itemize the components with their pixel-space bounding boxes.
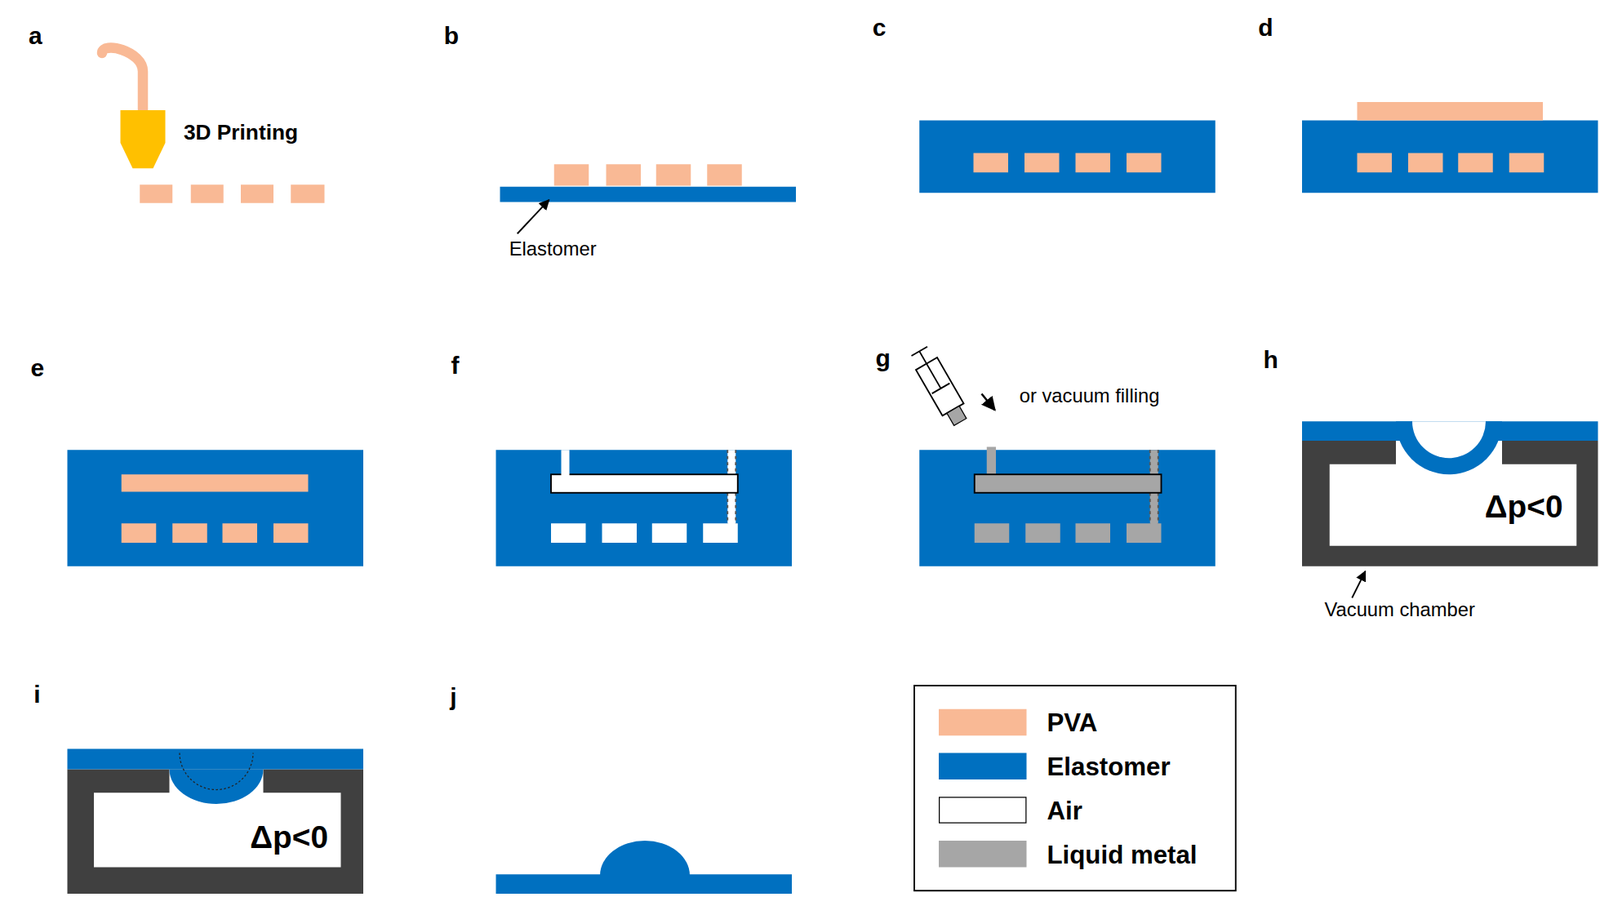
legend-swatch	[938, 709, 1027, 737]
panel-label: b	[444, 22, 459, 50]
legend-text: PVA	[1047, 706, 1098, 738]
panel-label: a	[28, 22, 43, 50]
legend-text: Liquid metal	[1047, 839, 1198, 871]
legend-text: Elastomer	[1047, 751, 1171, 783]
panel-label: Δp<0	[249, 820, 329, 856]
legend-swatch	[938, 753, 1027, 781]
panel-label: c	[872, 14, 887, 42]
legend-swatch	[938, 840, 1027, 868]
legend-swatch	[938, 796, 1027, 824]
panel-label: i	[33, 681, 40, 709]
panel-label: e	[31, 355, 45, 383]
panel-label: or vacuum filling	[1019, 386, 1160, 408]
panel-label: Vacuum chamber	[1324, 600, 1476, 622]
legend-text: Air	[1047, 795, 1083, 827]
panel-label: h	[1263, 346, 1279, 374]
panel-label: 3D Printing	[183, 120, 298, 145]
panel-label: Δp<0	[1484, 489, 1564, 525]
panel-label: Elastomer	[509, 239, 597, 261]
panel-label: f	[451, 351, 460, 379]
panel-label: g	[875, 345, 891, 373]
panel-label: d	[1257, 14, 1273, 42]
panel-label: j	[449, 684, 457, 712]
